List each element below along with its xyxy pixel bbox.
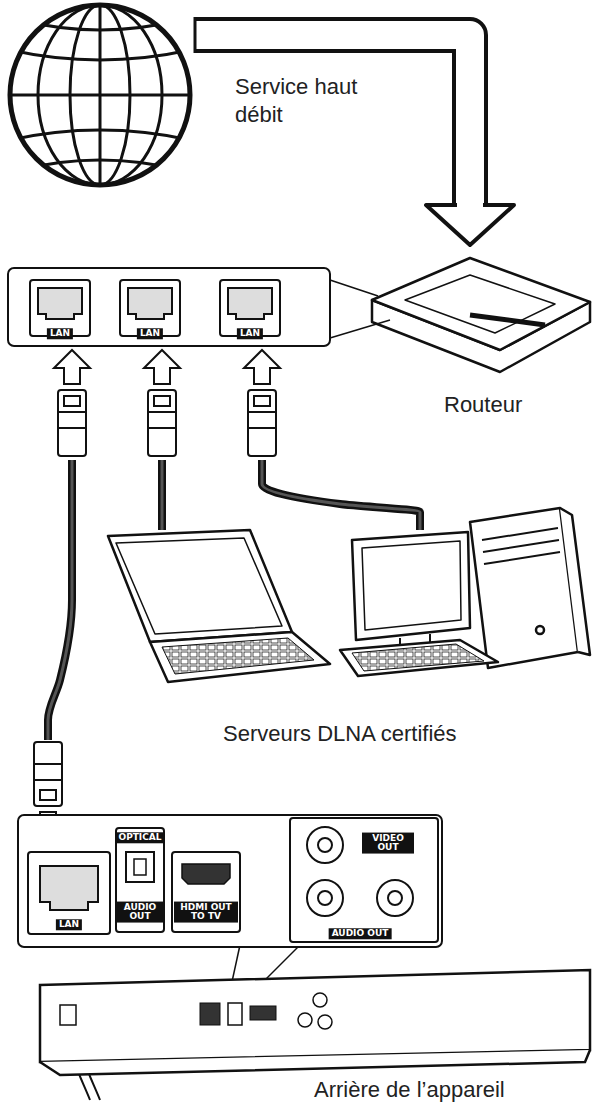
port-label: AUDIO OUT (329, 928, 392, 939)
arrow-tail (194, 17, 197, 53)
port-label: LAN (237, 328, 263, 339)
port-label: AUDIO OUT (117, 902, 163, 923)
port-label: HDMI OUT TO TV (174, 902, 238, 923)
device-node: Arrière de l’appareil (18, 740, 598, 1110)
cable-core (48, 460, 72, 740)
arrow-outline (195, 35, 470, 207)
cable-core (161, 460, 164, 530)
router-port-panel (8, 268, 390, 346)
back-panel (18, 815, 442, 1000)
node-label: Arrière de l’appareil (314, 1076, 594, 1104)
cable-outline (48, 460, 72, 740)
arrow-fill (195, 35, 470, 207)
cable-plug (54, 350, 280, 456)
network-cable (162, 460, 163, 530)
node-label: Service haut débit (235, 73, 385, 128)
router-node: Routeur (8, 245, 595, 460)
globe-node: Service haut débit (5, 5, 195, 190)
network-cable (262, 460, 420, 530)
laptop-icon (108, 530, 330, 682)
cable-outline (158, 460, 166, 530)
globe-icon (0, 0, 200, 190)
arrow-join (457, 201, 483, 209)
port-label: LAN (47, 328, 73, 339)
server-group: Serveurs DLNA certifiés (95, 530, 595, 755)
router-icon (372, 258, 590, 372)
node-label: Routeur (444, 391, 594, 419)
port-label: OPTICAL (115, 832, 164, 843)
cable-core (262, 460, 420, 530)
arrow-head (426, 205, 514, 245)
node-label: Serveurs DLNA certifiés (223, 720, 523, 748)
cable-outline (262, 460, 420, 530)
port-label: LAN (56, 919, 82, 930)
port-label: LAN (137, 328, 163, 339)
network-cable (48, 460, 72, 740)
broadband-arrow (195, 17, 514, 245)
port-label: VIDEO OUT (362, 833, 414, 854)
desktop-icon (340, 508, 590, 676)
